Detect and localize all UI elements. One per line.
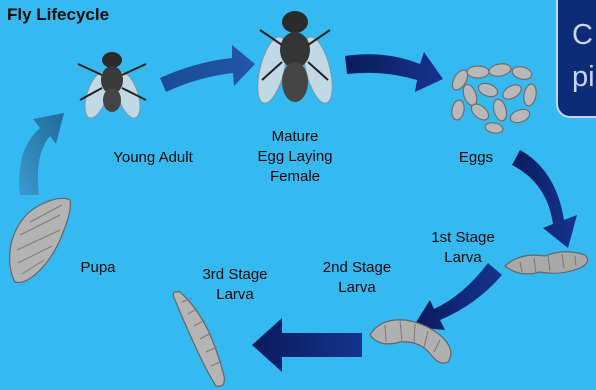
first-stage-larva-icon: [505, 252, 588, 274]
pupa-icon: [10, 198, 71, 282]
label-second-stage-larva: 2nd Stage Larva: [312, 258, 402, 298]
arrow-second-to-third-larva: [252, 318, 362, 372]
young-adult-fly-icon: [78, 52, 146, 121]
label-eggs: Eggs: [446, 148, 506, 168]
mature-female-fly-icon: [252, 11, 338, 106]
callout-box: C pi: [556, 0, 596, 118]
diagram-title: Fly Lifecycle: [7, 5, 109, 25]
callout-text: C pi: [572, 14, 595, 98]
label-third-stage-larva: 3rd Stage Larva: [190, 265, 280, 305]
third-stage-larva-icon: [173, 292, 224, 387]
arrow-mature-to-eggs: [345, 52, 443, 92]
arrow-pupa-to-young-adult: [19, 113, 64, 195]
arrow-first-to-second-larva: [413, 263, 502, 330]
arrow-young-to-mature: [160, 45, 255, 92]
label-first-stage-larva: 1st Stage Larva: [418, 228, 508, 268]
eggs-cluster-icon: [449, 62, 538, 134]
label-young-adult: Young Adult: [98, 148, 208, 168]
label-pupa: Pupa: [68, 258, 128, 278]
label-mature-female: Mature Egg Laying Female: [240, 127, 350, 187]
arrow-eggs-to-first-larva: [512, 150, 577, 248]
